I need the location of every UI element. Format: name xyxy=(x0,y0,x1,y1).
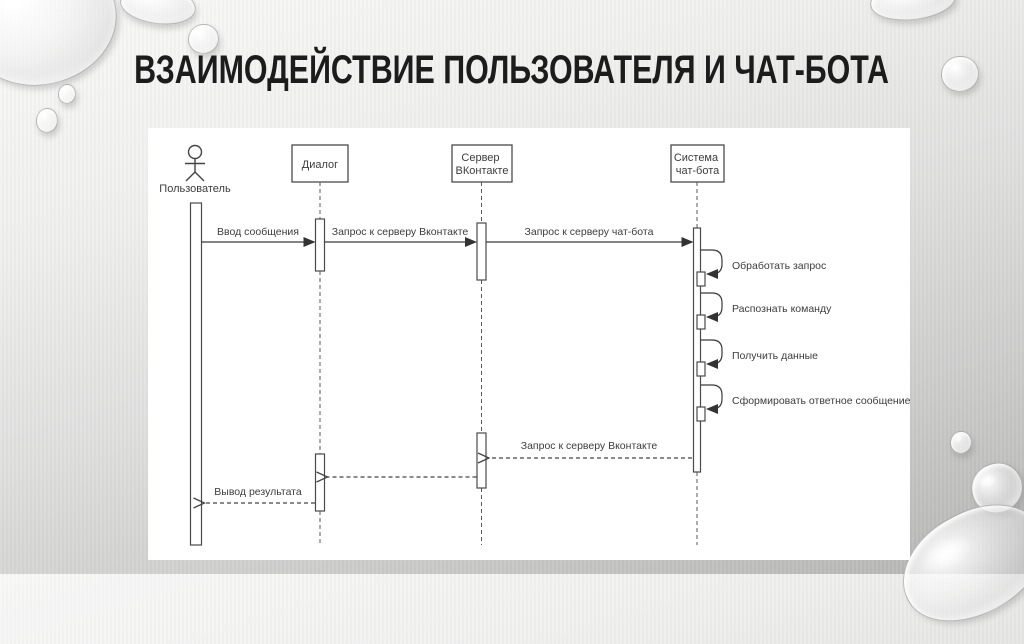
actor-user-label: Пользователь xyxy=(159,183,231,195)
activation-vk-1 xyxy=(476,222,487,281)
message-label: Запрос к серверу Вконтакте xyxy=(521,440,658,452)
participant-vk-server-label-line1: Сервер xyxy=(461,152,499,164)
water-droplet-icon xyxy=(58,84,76,104)
activation-bot-main xyxy=(692,227,702,473)
activation-user xyxy=(189,202,203,546)
activation-dialog-2 xyxy=(314,453,326,512)
message-label: Ввод сообщения xyxy=(217,226,299,238)
self-message-label: Получить данные xyxy=(732,350,818,362)
activation-dialog-1 xyxy=(314,218,326,272)
self-message-label: Обработать запрос xyxy=(732,260,826,272)
sequence-diagram: Пользователь Диалог Сервер ВКонтакте Сис… xyxy=(159,144,911,546)
participant-bot-system: Система чат-бота xyxy=(670,144,725,183)
water-droplet-icon xyxy=(950,431,972,454)
water-droplet-icon xyxy=(188,24,219,54)
activation-bot-sub xyxy=(696,361,706,377)
participant-bot-system-label-line2: чат-бота xyxy=(676,165,720,177)
water-droplet-icon xyxy=(36,108,58,133)
page-title: ВЗАИМОДЕЙСТВИЕ ПОЛЬЗОВАТЕЛЯ И ЧАТ-БОТА xyxy=(0,48,1024,93)
water-droplet-icon xyxy=(117,0,199,30)
message-label: Вывод результата xyxy=(214,486,302,498)
message-label: Запрос к серверу чат-бота xyxy=(525,226,654,238)
lifelines xyxy=(319,182,698,545)
water-droplet-icon xyxy=(941,56,979,92)
activation-bot-sub xyxy=(696,406,706,422)
actor-user xyxy=(185,144,205,182)
svg-text:Сервер ВКонтакте: Сервер ВКонтакте xyxy=(456,152,509,177)
diagram-panel: Пользователь Диалог Сервер ВКонтакте Сис… xyxy=(148,128,911,560)
activation-vk-2 xyxy=(476,432,487,489)
slide-title-text: ВЗАИМОДЕЙСТВИЕ ПОЛЬЗОВАТЕЛЯ И ЧАТ-БОТА xyxy=(134,48,890,92)
self-messages xyxy=(700,249,723,414)
participant-vk-server-label-line2: ВКонтакте xyxy=(456,165,509,177)
participant-bot-system-label-line1: Система xyxy=(674,152,719,164)
return-messages xyxy=(204,458,692,503)
actor-head-icon xyxy=(187,144,203,160)
message-label: Запрос к серверу Вконтакте xyxy=(332,226,469,238)
participant-dialog: Диалог xyxy=(291,144,349,183)
activation-bot-sub xyxy=(696,271,706,287)
activation-bot-sub xyxy=(696,314,706,330)
water-droplet-icon xyxy=(868,0,958,25)
self-message-label: Распознать команду xyxy=(732,303,832,315)
svg-text:Система чат-бота: Система чат-бота xyxy=(674,152,721,177)
participant-dialog-label: Диалог xyxy=(302,159,338,171)
participant-vk-server: Сервер ВКонтакте xyxy=(451,144,513,183)
self-message-label: Сформировать ответное сообщение xyxy=(732,395,910,407)
